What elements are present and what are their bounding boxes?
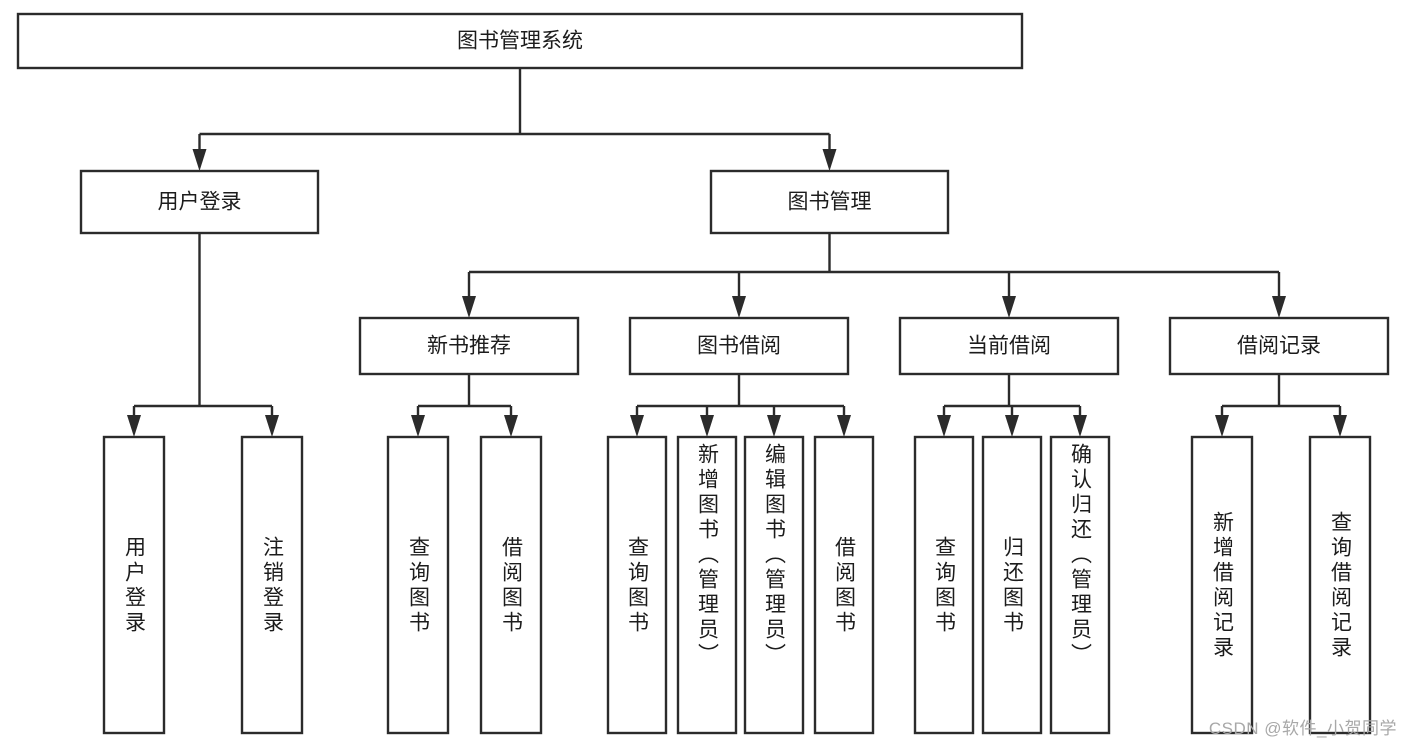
leaf-node-2[interactable] [386,435,450,735]
leaf-node-rect-9 [981,435,1043,735]
leaf-node-6[interactable] [743,435,805,735]
level3-node-label-0: 新书推荐 [427,335,511,358]
leaf-node-10[interactable] [1049,435,1111,735]
leaf-node-7[interactable] [813,435,875,735]
arrow-head [700,415,714,437]
level3-node-rect-0 [358,316,580,376]
level3-node-rect-2 [898,316,1120,376]
arrow-head [1215,415,1229,437]
arrow-head [767,415,781,437]
root-node-0[interactable] [16,12,1024,70]
leaf-node-8[interactable] [913,435,975,735]
leaf-node-rect-10 [1049,435,1111,735]
connector-layer [127,68,1347,437]
leaf-node-rect-4 [606,435,668,735]
arrow-head [1002,296,1016,318]
root-node-rect-0 [16,12,1024,70]
level3-node-0[interactable] [358,316,580,376]
arrow-head [1005,415,1019,437]
level2-node-1[interactable] [709,169,950,235]
leaf-node-rect-1 [240,435,304,735]
leaf-node-rect-0 [102,435,166,735]
level3-node-label-3: 借阅记录 [1237,335,1321,358]
leaf-node-3[interactable] [479,435,543,735]
arrow-head [265,415,279,437]
arrow-head [630,415,644,437]
leaf-node-rect-3 [479,435,543,735]
leaf-node-rect-8 [913,435,975,735]
root-node-label-0: 图书管理系统 [457,30,583,53]
leaf-node-rect-5 [676,435,738,735]
leaf-node-rect-12 [1308,435,1372,735]
level3-node-1[interactable] [628,316,850,376]
leaf-node-11[interactable] [1190,435,1254,735]
level2-node-0[interactable] [79,169,320,235]
leaf-node-rect-2 [386,435,450,735]
leaf-node-9[interactable] [981,435,1043,735]
leaf-node-rect-11 [1190,435,1254,735]
arrow-head [504,415,518,437]
arrow-head [937,415,951,437]
arrow-head [1272,296,1286,318]
level2-node-label-1: 图书管理 [788,191,872,214]
leaf-node-5[interactable] [676,435,738,735]
arrow-head [732,296,746,318]
level3-node-3[interactable] [1168,316,1390,376]
level3-node-rect-1 [628,316,850,376]
box-layer [16,12,1390,735]
leaf-node-4[interactable] [606,435,668,735]
level3-node-rect-3 [1168,316,1390,376]
arrow-head [837,415,851,437]
arrow-head [822,149,837,171]
leaf-node-12[interactable] [1308,435,1372,735]
level3-node-2[interactable] [898,316,1120,376]
level3-node-label-1: 图书借阅 [697,335,781,358]
level2-node-rect-1 [709,169,950,235]
leaf-node-rect-6 [743,435,805,735]
leaf-node-1[interactable] [240,435,304,735]
watermark: CSDN @软件_小贺同学 [1208,719,1397,738]
leaf-node-rect-7 [813,435,875,735]
leaf-node-0[interactable] [102,435,166,735]
arrow-head [1073,415,1087,437]
arrow-head [411,415,425,437]
level2-node-label-0: 用户登录 [158,191,242,214]
level2-node-rect-0 [79,169,320,235]
arrow-head [462,296,476,318]
arrow-head [192,149,207,171]
level3-node-label-2: 当前借阅 [967,335,1051,358]
arrow-head [127,415,141,437]
arrow-head [1333,415,1347,437]
